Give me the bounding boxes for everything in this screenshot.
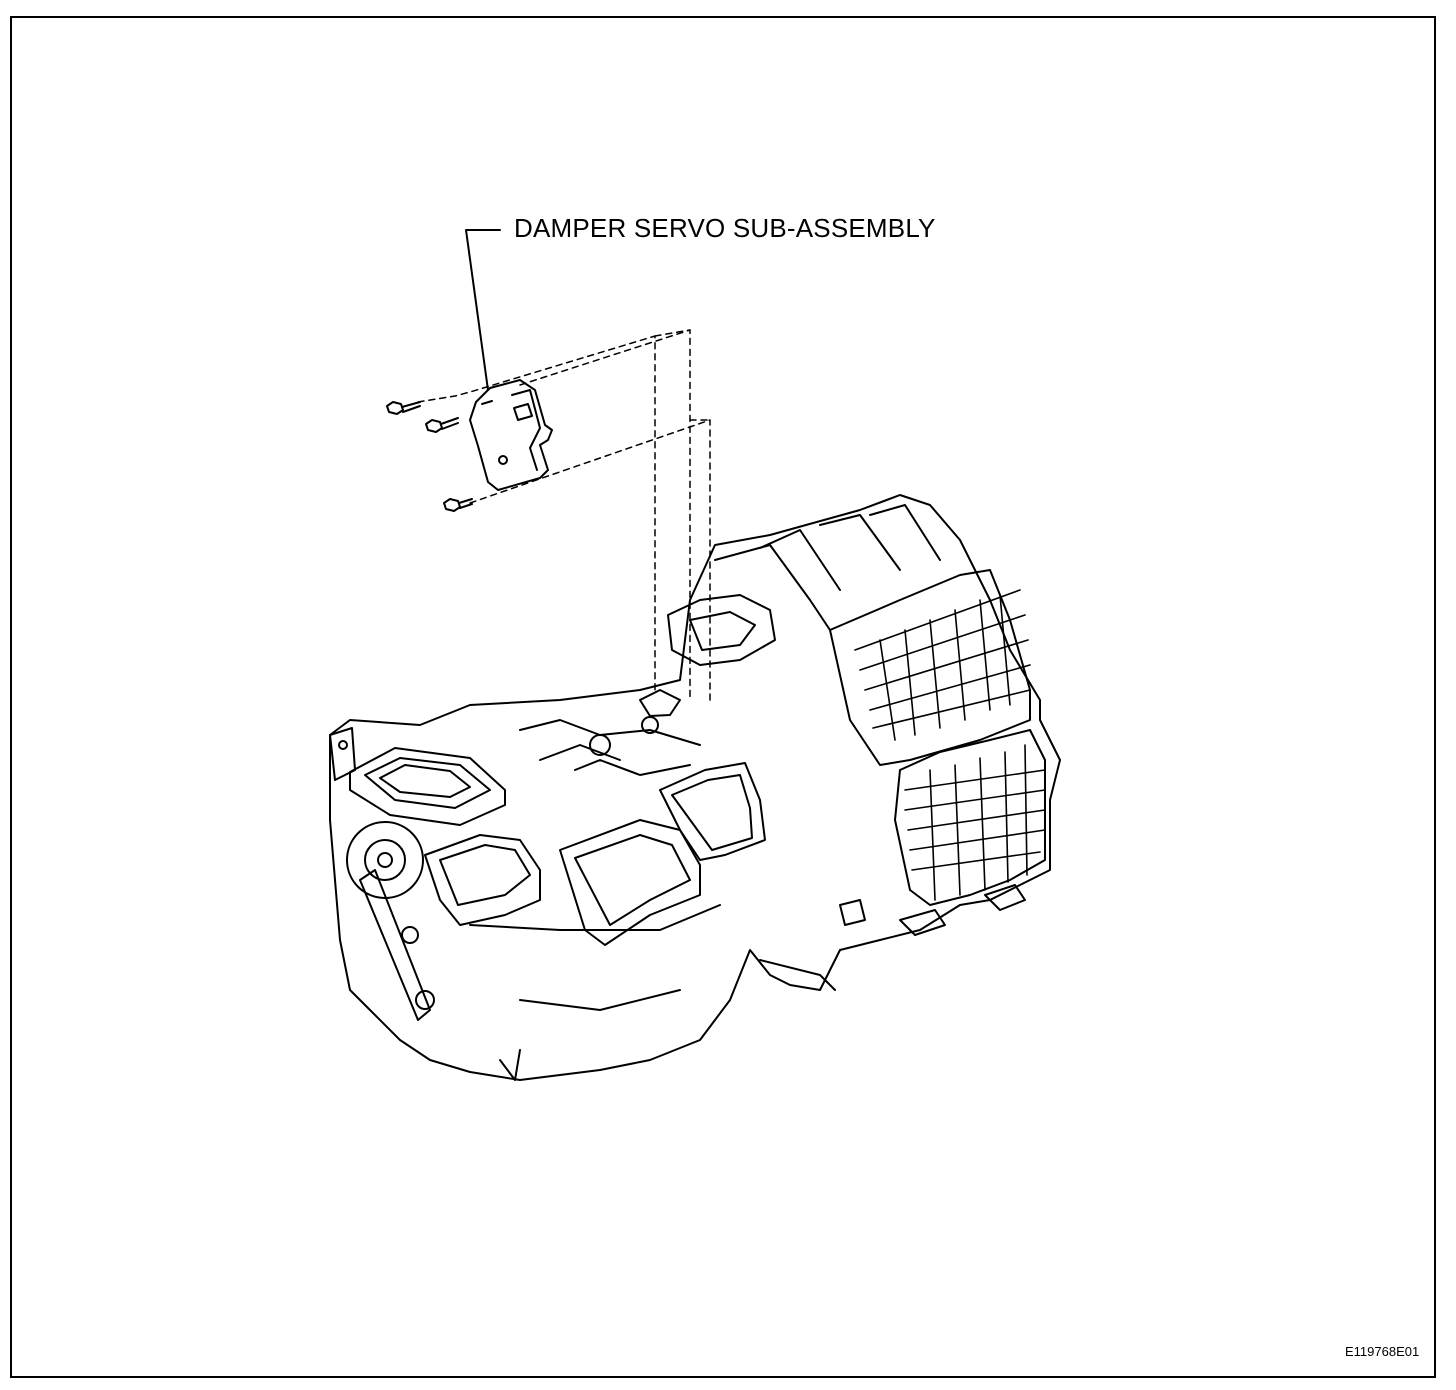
screw-middle <box>425 417 459 433</box>
air-conditioning-unit <box>329 494 1061 1081</box>
screw-bottom <box>443 498 473 512</box>
figure-code: E119768E01 <box>1345 1344 1420 1359</box>
damper-servo-sub-assembly <box>469 379 553 491</box>
diagram-frame <box>10 16 1436 1378</box>
callout-leader <box>465 229 501 391</box>
screw-top-left <box>386 401 421 415</box>
damper-servo-callout-label: DAMPER SERVO SUB-ASSEMBLY <box>514 213 936 243</box>
alignment-dashes <box>417 329 711 701</box>
